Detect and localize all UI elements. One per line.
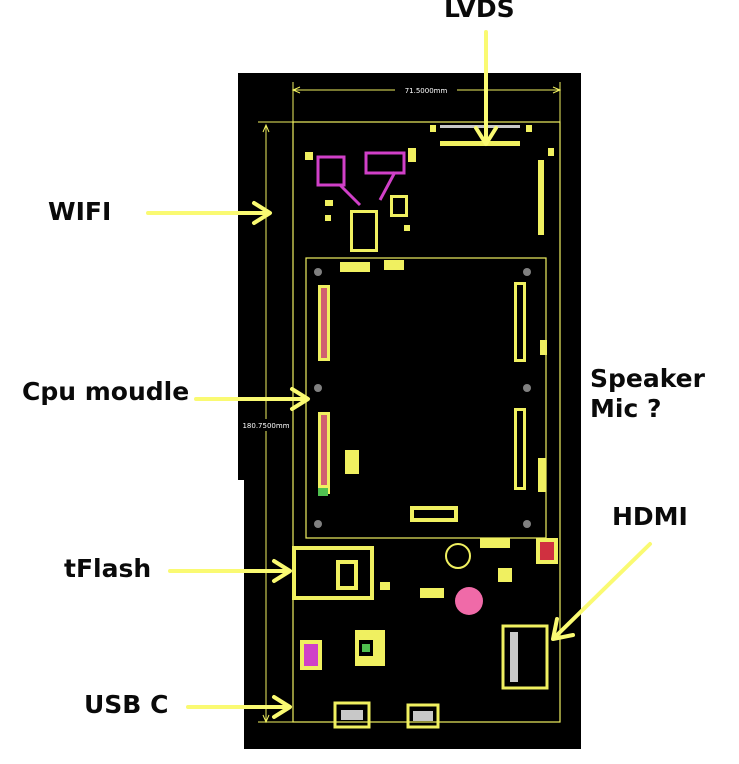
height-dimension-text: 180.7500mm [242, 422, 289, 430]
label-lvds: LVDS [444, 0, 515, 23]
arrow-hdmi [554, 542, 652, 638]
label-cpu-module: Cpu moudle [22, 377, 190, 406]
lvds-connector [430, 125, 532, 146]
label-speaker-mic: Speaker Mic ? [590, 364, 705, 423]
pcb-outline [292, 121, 561, 723]
pcb-board-background [238, 73, 581, 749]
cpu-module-connectors [318, 260, 547, 522]
wifi-module-parts [305, 148, 416, 252]
cpu-mounting-holes [314, 268, 531, 528]
hdmi-connector [501, 624, 549, 690]
annotation-arrows [146, 30, 652, 719]
lower-board-components [292, 538, 558, 670]
label-usb-c: USB C [84, 690, 169, 719]
label-wifi: WIFI [48, 197, 112, 226]
side-connector [538, 148, 554, 235]
usb-c-connectors [333, 701, 440, 729]
width-dimension-text: 71.5000mm [405, 87, 448, 95]
label-tflash: tFlash [64, 554, 152, 583]
label-hdmi: HDMI [612, 502, 688, 531]
